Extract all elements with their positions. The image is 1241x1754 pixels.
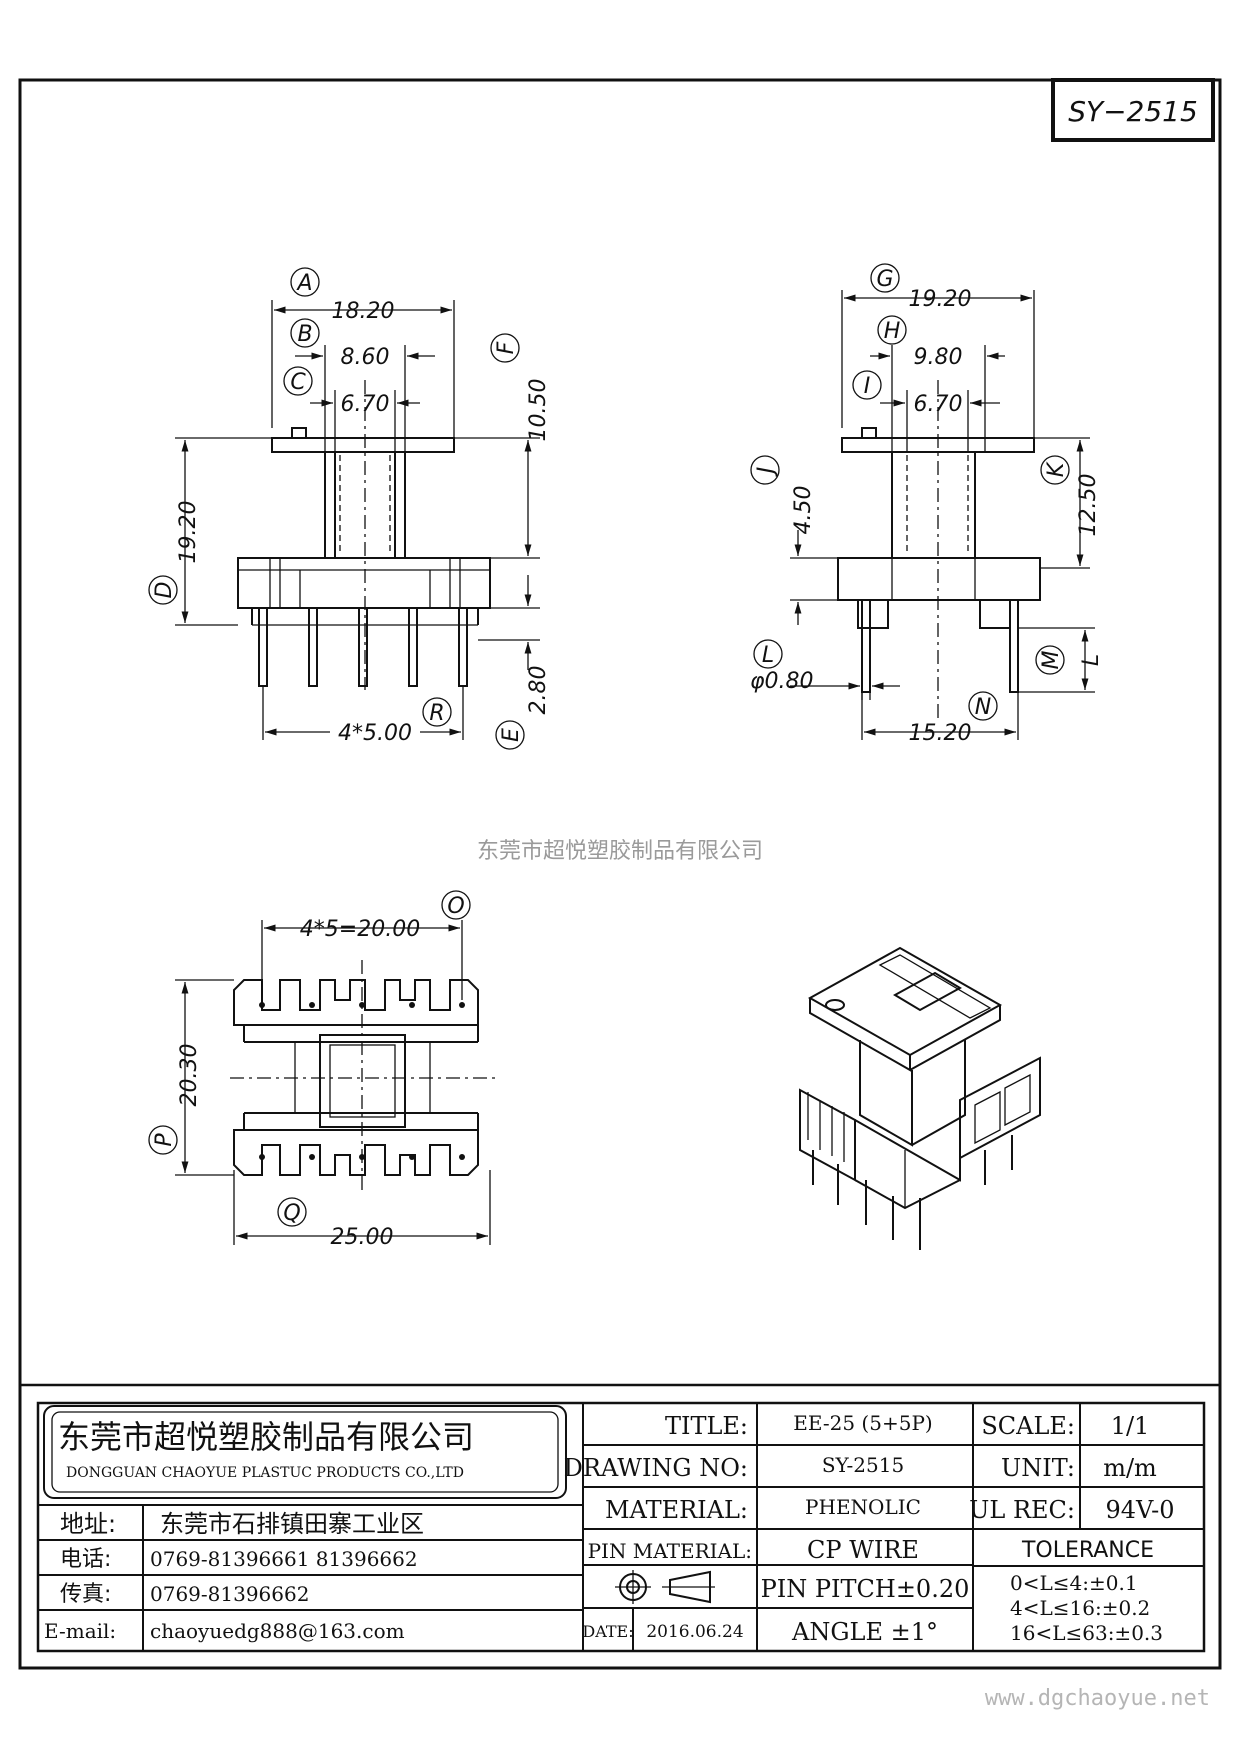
- material-label: MATERIAL:: [605, 1496, 748, 1524]
- dim-d-label: D: [152, 582, 177, 599]
- title-label: TITLE:: [665, 1412, 748, 1440]
- company-name-en: DONGGUAN CHAOYUE PLASTUC PRODUCTS CO.,LT…: [66, 1465, 464, 1481]
- dim-b-label: B: [297, 322, 312, 347]
- dim-d-value: 19.20: [176, 501, 201, 564]
- dim-h-value: 9.80: [914, 345, 963, 370]
- title-block: 东莞市超悦塑胶制品有限公司 DONGGUAN CHAOYUE PLASTUC P…: [20, 1383, 1220, 1653]
- pin-material-label: PIN MATERIAL:: [588, 1539, 752, 1563]
- dim-o-label: O: [447, 894, 464, 919]
- dim-q-label: Q: [283, 1201, 300, 1226]
- dim-o-value: 4*5=20.00: [300, 917, 420, 942]
- dim-l-value: φ0.80: [750, 669, 814, 694]
- fax-label: 传真:: [60, 1582, 111, 1607]
- dim-e-label: E: [499, 728, 524, 742]
- tolerance-line-1: 0<L≤4:±0.1: [1010, 1571, 1138, 1595]
- drawing-no-value: SY-2515: [822, 1453, 904, 1477]
- pin-material-value: CP WIRE: [807, 1536, 919, 1564]
- dim-l-label: L: [762, 643, 774, 668]
- phone-label: 电话:: [60, 1547, 111, 1572]
- dim-i-value: 6.70: [914, 392, 963, 417]
- dim-e-value: 2.80: [526, 666, 551, 715]
- unit-value: m/m: [1103, 1454, 1157, 1482]
- scale-value: 1/1: [1111, 1412, 1150, 1440]
- dim-k-value: 12.50: [1076, 474, 1101, 537]
- dim-n-label: N: [975, 695, 991, 720]
- dim-r-value: 4*5.00: [338, 721, 412, 746]
- dim-m-value: L: [1079, 654, 1104, 666]
- email-value: chaoyuedg888@163.com: [150, 1619, 405, 1643]
- material-value: PHENOLIC: [805, 1495, 921, 1519]
- tolerance-line-3: 16<L≤63:±0.3: [1010, 1621, 1163, 1645]
- dim-q-value: 25.00: [331, 1225, 394, 1250]
- unit-label: UNIT:: [1001, 1454, 1075, 1482]
- part-number-box: SY−2515: [1051, 78, 1215, 142]
- dim-i-label: I: [864, 374, 871, 399]
- dim-f-label: F: [494, 341, 519, 354]
- dim-p-value: 20.30: [177, 1044, 202, 1107]
- dim-j-label: J: [754, 467, 779, 478]
- tolerance-line-2: 4<L≤16:±0.2: [1010, 1596, 1150, 1620]
- tolerance-label: TOLERANCE: [1021, 1538, 1154, 1563]
- company-name-cn: 东莞市超悦塑胶制品有限公司: [58, 1418, 474, 1456]
- sheet-border: [18, 78, 1222, 1670]
- dim-k-label: K: [1044, 461, 1069, 477]
- dim-h-label: H: [884, 319, 901, 344]
- dim-g-value: 19.20: [909, 287, 972, 312]
- date-label: DATE:: [582, 1622, 633, 1641]
- dim-b-value: 8.60: [341, 345, 390, 370]
- phone-value: 0769-81396661 81396662: [150, 1547, 418, 1571]
- scale-label: SCALE:: [981, 1412, 1075, 1440]
- dim-a-label: A: [295, 271, 312, 296]
- part-number: SY−2515: [1068, 95, 1198, 128]
- drawing-no-label: DRAWING NO:: [564, 1454, 748, 1482]
- bottom-view: 4*5=20.00 O 20.30 P 25.00 Q: [148, 890, 495, 1250]
- isometric-view: [799, 946, 1041, 1250]
- website-url: www.dgchaoyue.net: [985, 1686, 1210, 1711]
- ul-rec-value: 94V-0: [1105, 1496, 1174, 1524]
- dim-c-value: 6.70: [341, 392, 390, 417]
- dim-a-value: 18.20: [332, 299, 395, 324]
- angle: ANGLE ±1°: [791, 1618, 938, 1646]
- dim-r-label: R: [429, 701, 444, 726]
- watermark-text: 东莞市超悦塑胶制品有限公司: [477, 839, 763, 864]
- dim-p-label: P: [152, 1133, 177, 1147]
- title-value: EE-25 (5+5P): [793, 1411, 932, 1435]
- dim-j-value: 4.50: [791, 486, 816, 535]
- pin-pitch: PIN PITCH±0.20: [761, 1575, 970, 1603]
- dim-g-label: G: [876, 267, 893, 292]
- dim-m-label: M: [1039, 650, 1064, 669]
- ul-rec-label: UL REC:: [969, 1496, 1075, 1524]
- date-value: 2016.06.24: [646, 1622, 743, 1642]
- address-value: 东莞市石排镇田寨工业区: [160, 1510, 424, 1538]
- email-label: E-mail:: [44, 1619, 116, 1643]
- dim-n-value: 15.20: [909, 721, 972, 746]
- address-label: 地址:: [60, 1510, 116, 1538]
- dim-f-value: 10.50: [526, 379, 551, 442]
- side-view: 19.20 G 9.80 H 6.70 I 4.50 J 12.50 K: [750, 263, 1104, 746]
- projection-symbol-icon: [615, 1570, 715, 1604]
- fax-value: 0769-81396662: [150, 1582, 309, 1606]
- front-view: 18.20 A 8.60 B 6.70 C 10.50 F 19.20 D: [148, 267, 551, 750]
- dim-c-label: C: [290, 370, 306, 395]
